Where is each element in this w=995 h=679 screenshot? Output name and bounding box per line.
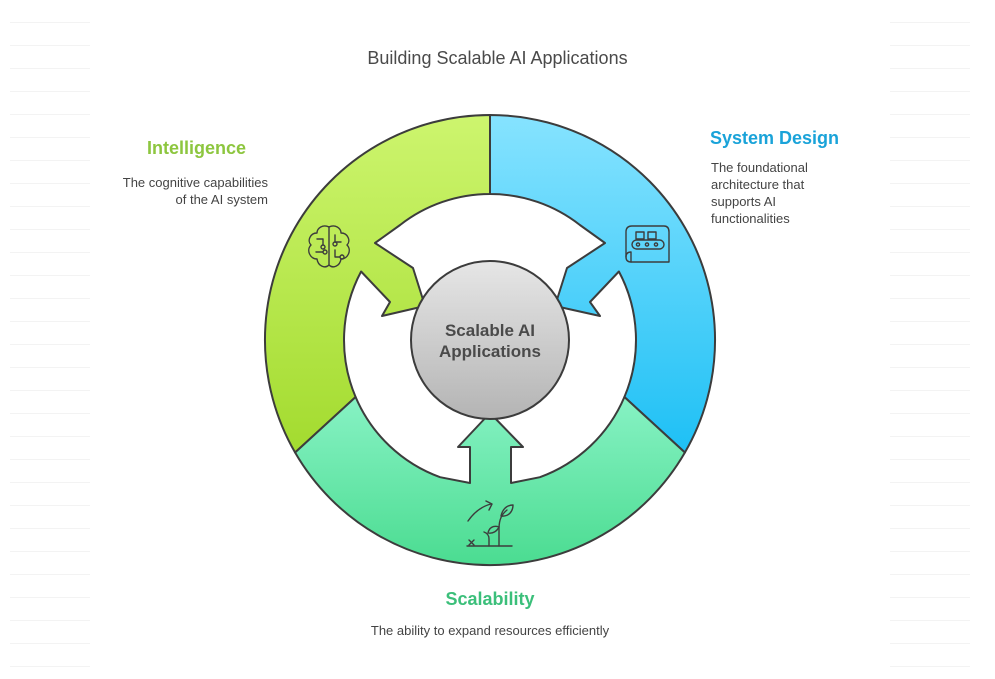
scalability-heading: Scalability xyxy=(445,589,535,609)
intelligence-description: The cognitive capabilities of the AI sys… xyxy=(122,175,268,207)
center-label-line1: Scalable AI xyxy=(445,321,535,340)
conveyor-blueprint-icon xyxy=(625,225,670,263)
center-label-line2: Applications xyxy=(439,342,541,361)
growing-plant-icon xyxy=(466,500,514,547)
system-design-segment xyxy=(489,114,716,454)
center-circle xyxy=(410,260,570,420)
intelligence-heading: Intelligence xyxy=(146,138,246,158)
background-stripes-right xyxy=(890,0,970,679)
intelligence-segment xyxy=(264,114,491,454)
background-stripes-left xyxy=(10,0,90,679)
system-design-description: The foundational architecture that suppo… xyxy=(711,160,808,226)
brain-circuit-icon xyxy=(308,225,350,268)
diagram-title: Building Scalable AI Applications xyxy=(367,48,628,68)
scalability-segment xyxy=(294,396,686,567)
system-design-heading: System Design xyxy=(710,128,840,148)
scalability-description: The ability to expand resources efficien… xyxy=(370,623,610,638)
